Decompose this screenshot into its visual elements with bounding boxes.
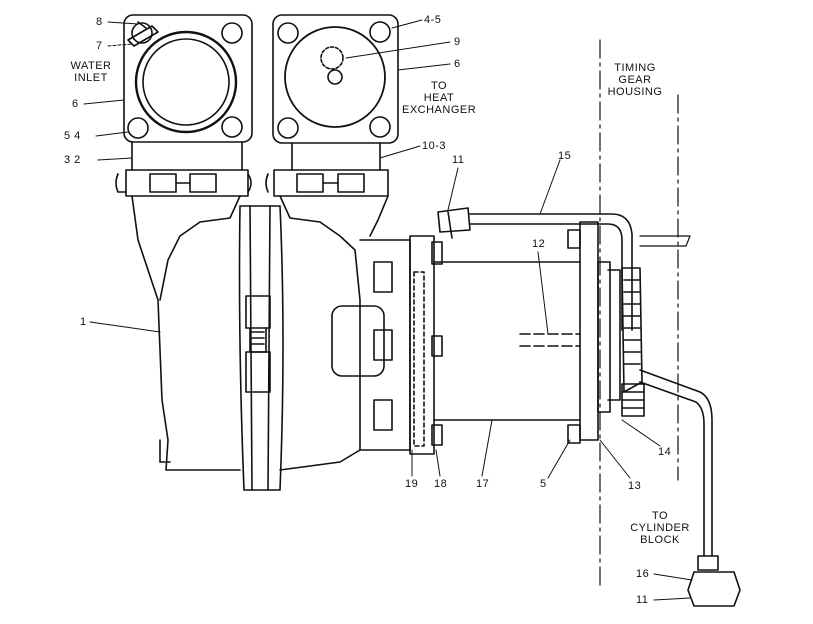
callout-5: 5 (540, 478, 547, 490)
callout-15: 15 (558, 150, 572, 162)
callout-8: 8 (96, 16, 103, 28)
callout-6-left: 6 (72, 98, 79, 110)
bearing-housing (331, 235, 581, 455)
callout-5-4: 5 4 (64, 130, 81, 142)
callout-10-3: 10-3 (422, 140, 447, 152)
callout-9: 9 (454, 36, 461, 48)
callout-11-bottom: 11 (636, 594, 649, 606)
caption-water-inlet: WATER INLET (70, 60, 112, 84)
hose-clamps (115, 141, 389, 197)
pump-housing (131, 195, 389, 491)
tube-assembly (437, 207, 741, 607)
callout-4-5: 4-5 (424, 14, 442, 26)
callout-13: 13 (628, 480, 642, 492)
caption-timing-gear-housing: TIMING GEAR HOUSING (607, 62, 663, 98)
callout-7: 7 (96, 40, 103, 52)
inlet-flange (123, 14, 253, 143)
callout-19: 19 (405, 478, 419, 490)
timing-housing-lines (599, 39, 691, 591)
callout-17: 17 (476, 478, 490, 490)
callout-1: 1 (80, 316, 87, 328)
leader-lines (83, 19, 693, 601)
caption-heat-exchanger: TO HEAT EXCHANGER (402, 80, 477, 116)
callout-14: 14 (658, 446, 672, 458)
callout-11-top: 11 (452, 154, 465, 166)
caption-cylinder-block: TO CYLINDER BLOCK (630, 510, 690, 546)
callout-6-right: 6 (454, 58, 461, 70)
callout-16: 16 (636, 568, 650, 580)
callout-3-2: 3 2 (64, 154, 81, 166)
outlet-flange (272, 14, 399, 144)
callout-18: 18 (434, 478, 448, 490)
callout-12: 12 (532, 238, 546, 250)
